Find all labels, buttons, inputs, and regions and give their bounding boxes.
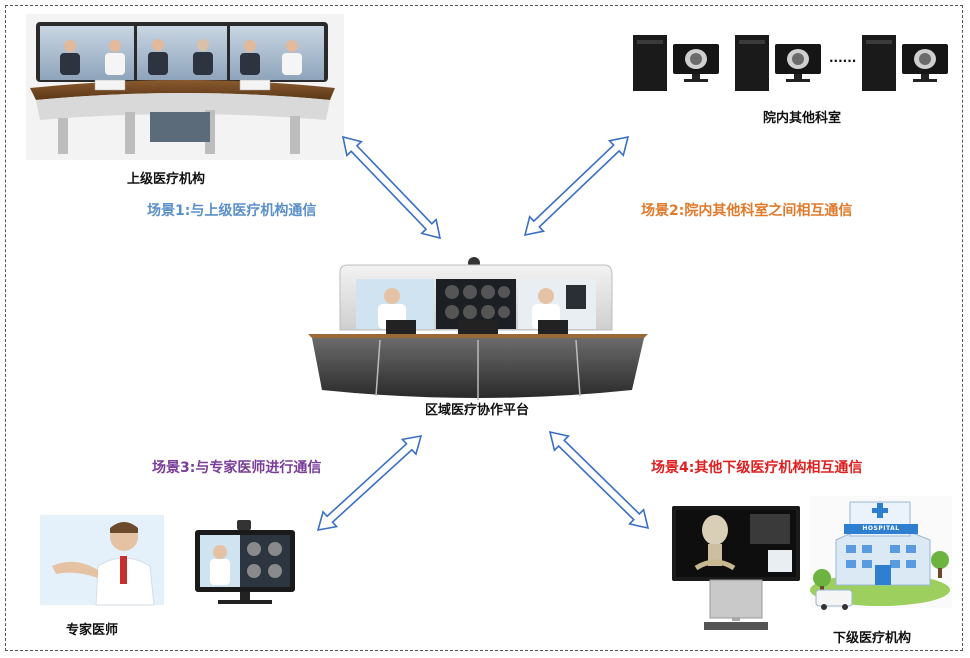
platform-label: 区域医疗协作平台: [425, 403, 530, 418]
expert-doctor-label: 专家医师: [66, 623, 119, 638]
arrow-scenario-4: [548, 430, 650, 530]
arrow-scenario-3: [316, 434, 423, 532]
hospital-sign-text: HOSPITAL: [862, 525, 900, 532]
scenario-1-label: 场景1:与上级医疗机构通信: [147, 203, 317, 219]
scenario-3-label: 场景3:与专家医师进行通信: [152, 460, 322, 476]
ellipsis-text: ......: [829, 51, 857, 65]
scenario-4-label: 场景4:其他下级医疗机构相互通信: [651, 460, 863, 476]
arrow-scenario-1: [341, 135, 442, 240]
other-departments-label: 院内其他科室: [763, 111, 842, 126]
upper-institution-label: 上级医疗机构: [127, 172, 206, 187]
lower-institution-label: 下级医疗机构: [833, 631, 912, 646]
diagram-frame: [5, 5, 963, 651]
arrow-scenario-2: [523, 135, 630, 237]
scenario-2-label: 场景2:院内其他科室之间相互通信: [641, 203, 853, 219]
